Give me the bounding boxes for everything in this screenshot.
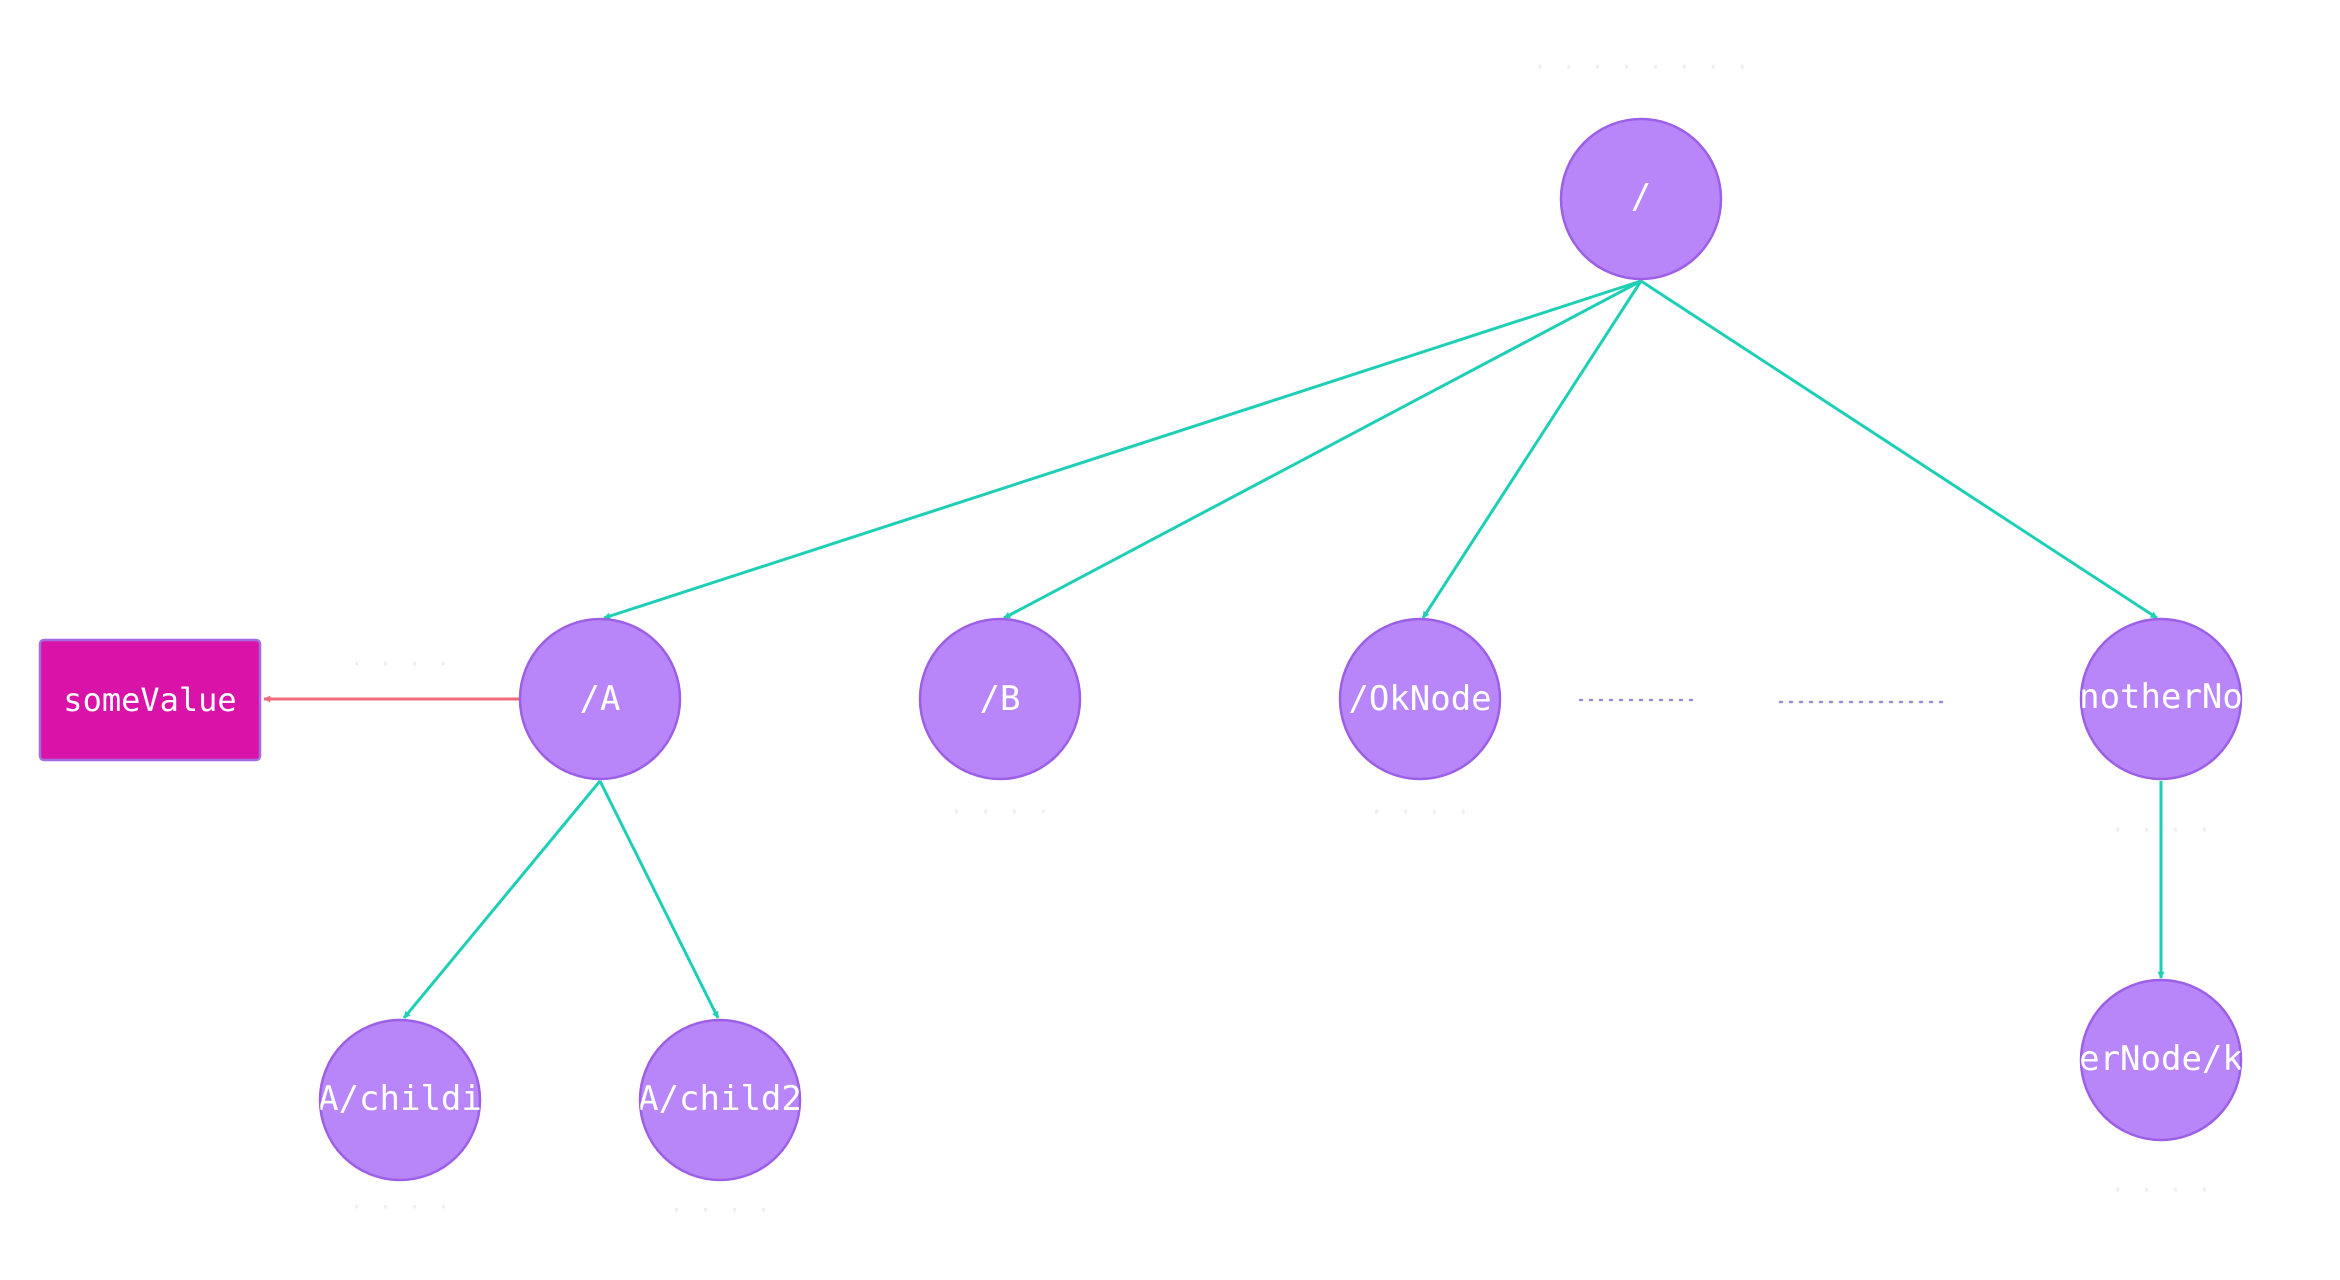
- node-another[interactable]: notherNo: [2079, 617, 2243, 781]
- faint-label-ok: · · · ·: [1369, 798, 1470, 826]
- node-b[interactable]: /B: [918, 617, 1082, 781]
- node-root[interactable]: /: [1559, 117, 1723, 281]
- node-a-child1-label: A/childi: [318, 1079, 482, 1119]
- node-root-label: /: [1631, 177, 1651, 217]
- node-a-child2-label: A/child2: [638, 1079, 802, 1119]
- edge-a-to-child2: [598, 780, 720, 1019]
- value-box-label: someValue: [63, 681, 236, 719]
- node-a-child2[interactable]: A/child2: [638, 1018, 802, 1182]
- faint-label-achild1: · · · ·: [349, 1193, 450, 1221]
- edge-root-to-b: [1003, 279, 1642, 620]
- node-ok-label: /OkNode: [1348, 679, 1491, 719]
- faint-label-root: · · · · · · · ·: [1533, 53, 1750, 81]
- node-ok[interactable]: /OkNode: [1338, 617, 1502, 781]
- edge-root-to-a: [603, 279, 1642, 620]
- node-a-label: /A: [580, 679, 621, 719]
- edge-root-to-ok: [1421, 280, 1643, 619]
- node-b-label: /B: [980, 679, 1021, 719]
- edge-root-to-another: [1640, 279, 2158, 620]
- faint-label-anotherchild: · · · ·: [2110, 1176, 2211, 1204]
- faint-label-achild2: · · · ·: [669, 1196, 770, 1224]
- node-a[interactable]: /A: [518, 617, 682, 781]
- faint-label-a: · · · ·: [349, 650, 450, 678]
- faint-label-b: · · · ·: [949, 798, 1050, 826]
- value-box[interactable]: someValue: [38, 638, 262, 762]
- node-another-child[interactable]: erNode/k: [2079, 978, 2243, 1142]
- edge-a-to-child1: [402, 780, 602, 1019]
- node-another-child-label: erNode/k: [2079, 1039, 2243, 1079]
- node-a-child1[interactable]: A/childi: [318, 1018, 482, 1182]
- node-another-label: notherNo: [2079, 677, 2243, 717]
